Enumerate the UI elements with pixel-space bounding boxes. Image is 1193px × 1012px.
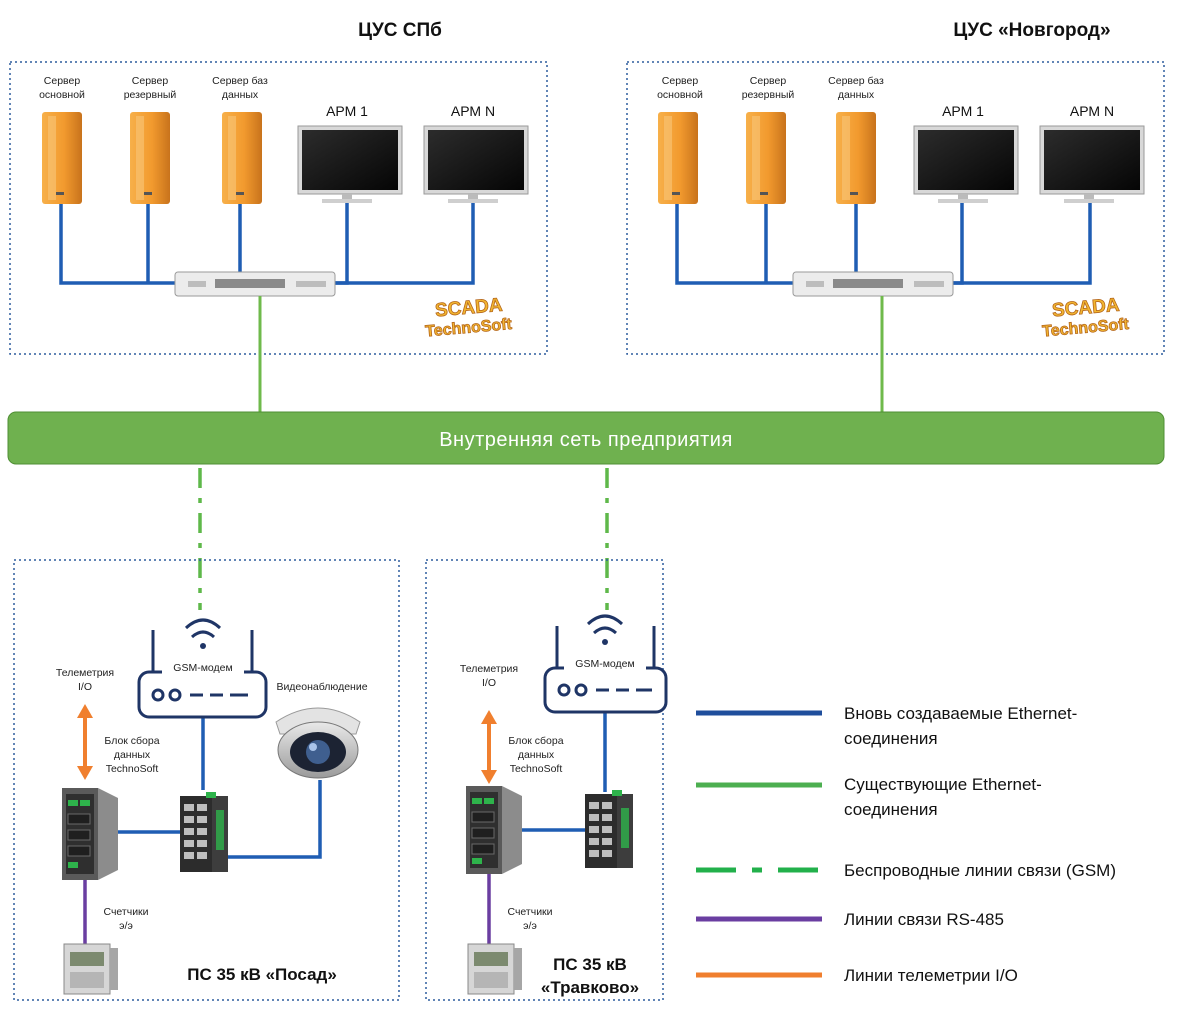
substation-title-posad: ПС 35 кВ «Посад» (187, 965, 337, 984)
label-video: Видеонаблюдение (276, 681, 367, 693)
label-telemetry-2: I/O (78, 681, 92, 693)
label-server-db-2: данных (838, 89, 875, 101)
label-server-reserve: Сервер (750, 75, 787, 87)
server-main-icon (658, 112, 698, 204)
server-main-icon (42, 112, 82, 204)
monitor-armN-icon (423, 125, 529, 203)
monitor-arm1-icon (913, 125, 1019, 203)
enterprise-network-label: Внутренняя сеть предприятия (439, 429, 733, 451)
data-collector-icon (466, 786, 522, 874)
site-novgorod: Сервер основной Сервер резервный Сервер … (626, 61, 1165, 355)
scada-logo-spb: SCADA TechnoSoft (424, 294, 513, 341)
site-title-spb: ЦУС СПб (358, 20, 442, 41)
legend: Вновь создаваемые Ethernet- соединения С… (696, 704, 1116, 985)
label-server-reserve: Сервер (132, 75, 169, 87)
label-collector: Блок сбора (104, 735, 159, 747)
legend-label-new-ethernet: Вновь создаваемые Ethernet- (844, 704, 1077, 723)
legend-label-existing-ethernet: Существующие Ethernet- (844, 775, 1042, 794)
legend-label-existing-ethernet-2: соединения (844, 800, 938, 819)
label-collector: Блок сбора (508, 735, 563, 747)
label-armN: АРМ N (1070, 103, 1114, 119)
label-collector-3: TechnoSoft (510, 763, 563, 775)
substation-posad: GSM-модем Телеметрия I/O Блок сбора данн… (13, 559, 400, 1001)
camera-icon (275, 707, 361, 779)
label-collector-2: данных (114, 749, 151, 761)
label-meters: Счетчики (103, 906, 148, 918)
server-reserve-icon (746, 112, 786, 204)
label-collector-2: данных (518, 749, 555, 761)
legend-label-new-ethernet-2: соединения (844, 729, 938, 748)
industrial-switch-icon (585, 790, 633, 868)
label-telemetry: Телеметрия (56, 667, 114, 679)
site-spb: Сервер основной Сервер резервный Сервер … (9, 61, 548, 355)
label-server-db: Сервер баз (212, 75, 268, 87)
label-armN: АРМ N (451, 103, 495, 119)
label-gsm-modem: GSM-модем (173, 662, 232, 674)
telemetry-arrow (77, 704, 93, 780)
legend-label-gsm: Беспроводные линии связи (GSM) (844, 861, 1116, 880)
network-switch-icon (174, 271, 336, 297)
label-server-main-2: основной (657, 89, 703, 101)
label-gsm-modem: GSM-модем (575, 658, 634, 670)
data-collector-icon (62, 788, 118, 880)
label-server-db-2: данных (222, 89, 259, 101)
label-server-reserve-2: резервный (124, 89, 177, 101)
server-reserve-icon (130, 112, 170, 204)
label-collector-3: TechnoSoft (106, 763, 159, 775)
label-server-main: Сервер (662, 75, 699, 87)
label-server-db: Сервер баз (828, 75, 884, 87)
monitor-armN-icon (1039, 125, 1145, 203)
label-server-main: Сервер (44, 75, 81, 87)
label-meters-2: э/э (119, 920, 133, 932)
label-server-main-2: основной (39, 89, 85, 101)
server-db-icon (222, 112, 262, 204)
substation-travkovo: GSM-модем Телеметрия I/O Блок сбора данн… (425, 559, 668, 1001)
label-server-reserve-2: резервный (742, 89, 795, 101)
label-meters-2: э/э (523, 920, 537, 932)
scada-logo-novgorod: SCADA TechnoSoft (1041, 294, 1130, 341)
server-db-icon (836, 112, 876, 204)
label-meters: Счетчики (507, 906, 552, 918)
label-arm1: АРМ 1 (942, 103, 984, 119)
substation-title-travkovo-2: «Травково» (541, 978, 639, 997)
legend-label-telemetry: Линии телеметрии I/O (844, 966, 1018, 985)
gsm-links (198, 468, 609, 610)
monitor-arm1-icon (297, 125, 403, 203)
site-title-novgorod: ЦУС «Новгород» (953, 20, 1110, 41)
label-telemetry-2: I/O (482, 677, 496, 689)
label-arm1: АРМ 1 (326, 103, 368, 119)
substation-title-travkovo: ПС 35 кВ (553, 955, 627, 974)
enterprise-network-bar: Внутренняя сеть предприятия (7, 411, 1165, 465)
telemetry-arrow (481, 710, 497, 784)
energy-meter-icon (467, 943, 522, 995)
network-switch-icon (792, 271, 954, 297)
energy-meter-icon (63, 943, 118, 995)
label-telemetry: Телеметрия (460, 663, 518, 675)
industrial-switch-icon (180, 792, 228, 872)
legend-label-rs485: Линии связи RS-485 (844, 910, 1004, 929)
existing-ethernet-links (258, 296, 884, 412)
